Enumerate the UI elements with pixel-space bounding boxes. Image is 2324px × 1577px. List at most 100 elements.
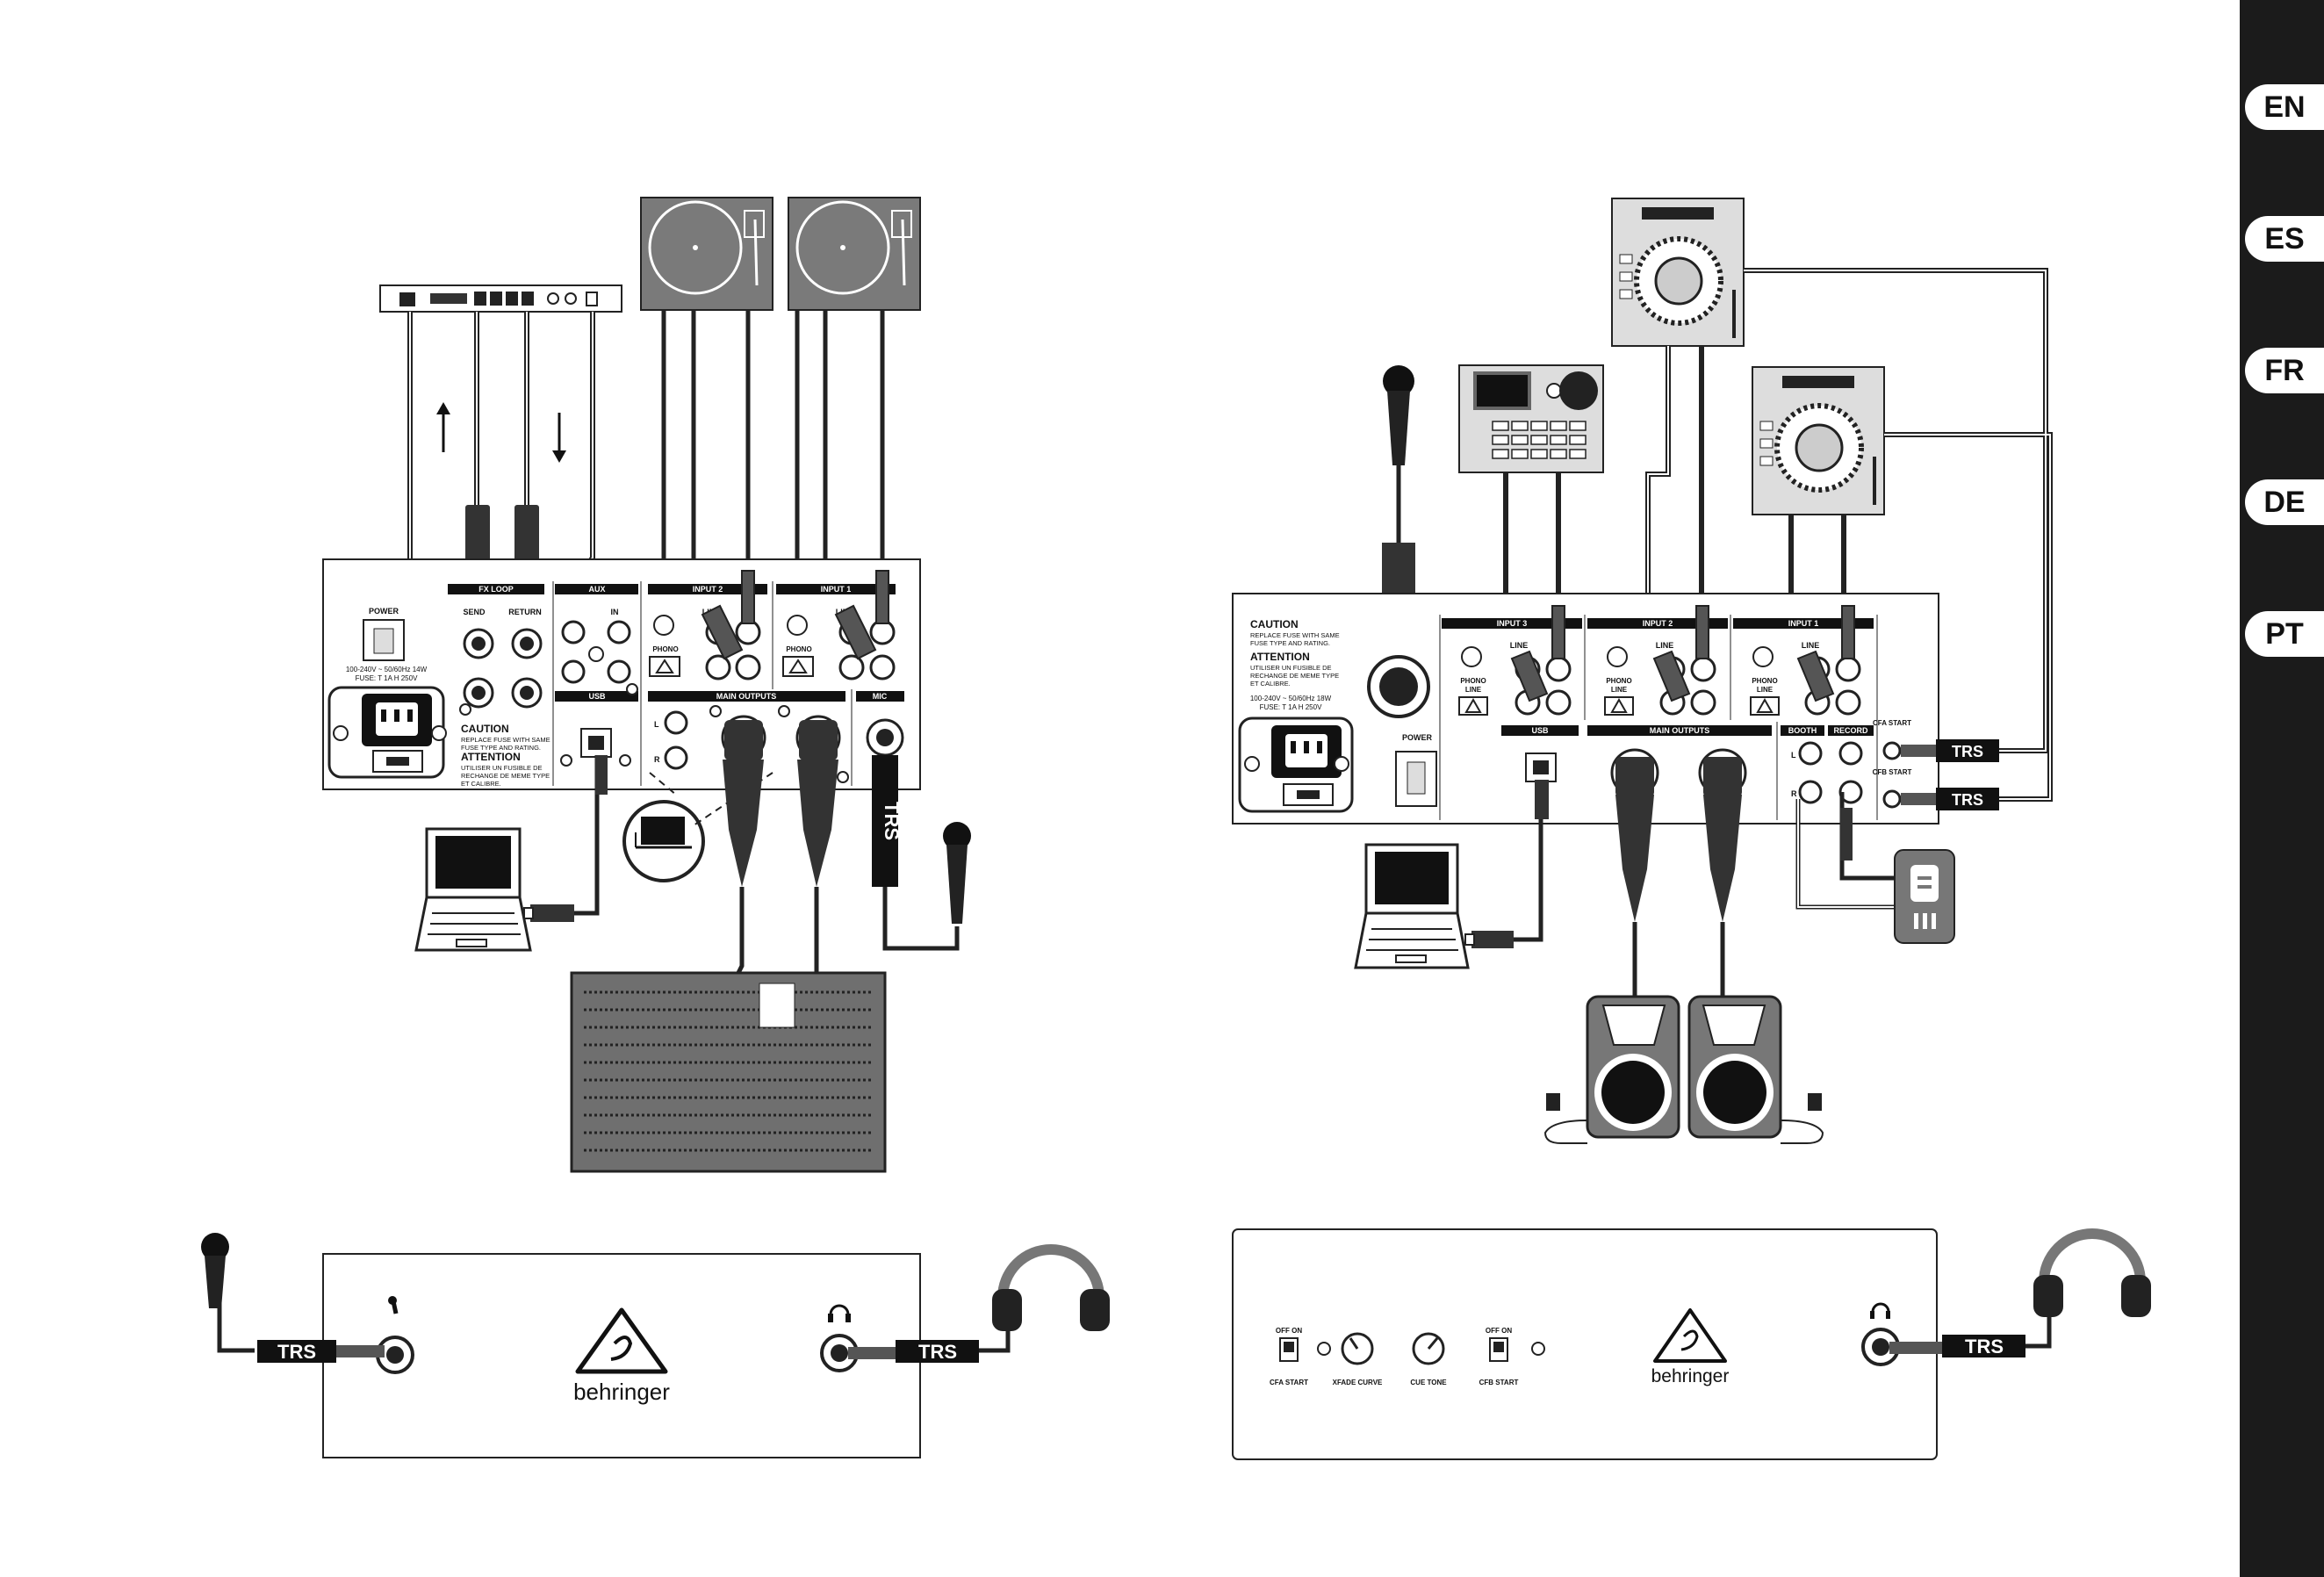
lang-tab-en[interactable]: EN (2245, 84, 2324, 130)
r-label: R (654, 755, 660, 764)
lang-tab-es[interactable]: ES (2245, 216, 2324, 262)
phono-label-1: PHONO (786, 645, 811, 653)
usb-cable-left (569, 755, 600, 916)
lang-tab-fr[interactable]: FR (2245, 348, 2324, 393)
caution-text-1: REPLACE FUSE WITH SAME (461, 736, 550, 744)
trs-label-front-mic: TRS (277, 1341, 316, 1363)
aux-label: AUX (588, 585, 605, 594)
speaker-power-cables (1543, 1093, 1824, 1144)
attention-text-right-3: ET CALIBRE. (1250, 680, 1291, 688)
headphone-trs-cable-right: TRS (1889, 1317, 2052, 1357)
large-mixing-console (570, 971, 887, 1173)
power-label-right: POWER (1402, 733, 1433, 742)
phono-label-2: PHONO (652, 645, 678, 653)
headphones-icon (829, 1304, 850, 1315)
front-panel-right: OFF ON CFA START XFADE CURVE CUE TONE OF… (1232, 1228, 1938, 1460)
right-rca-plugs (1510, 605, 1855, 702)
attention-title: ATTENTION (461, 751, 521, 763)
xfade-curve-label: XFADE CURVE (1333, 1379, 1383, 1386)
fx-processor-unit (379, 284, 622, 313)
mic-trs-cable-front: TRS (217, 1300, 385, 1363)
mains-spec: 100-240V ~ 50/60Hz 14W (346, 666, 428, 673)
cfa-start-front-label: CFA START (1270, 1379, 1308, 1386)
input1-label-right: INPUT 1 (1788, 619, 1819, 628)
recorder-device (1894, 849, 1955, 944)
cue-tone-label: CUE TONE (1410, 1379, 1447, 1386)
line-label-r2: LINE (1656, 641, 1674, 650)
front-panel-left: behringer (322, 1253, 921, 1458)
fx-loop-cables (407, 312, 595, 586)
input1-label: INPUT 1 (821, 585, 852, 594)
send-label: SEND (463, 608, 486, 616)
caution-text-2: FUSE TYPE AND RATING. (461, 744, 541, 752)
fuse-spec: FUSE: T 1A H 250V (356, 674, 419, 682)
turntable-rca-plugs (701, 570, 889, 660)
brand-name-left: behringer (573, 1379, 670, 1405)
main-output-cables-right (1615, 757, 1742, 997)
rear-panel-left: POWER 100-240V ~ 50/60Hz 14W FUSE: T 1A … (322, 558, 921, 790)
caution-title-right: CAUTION (1250, 618, 1299, 630)
l-label-right: L (1791, 751, 1796, 760)
speaker-right (1687, 995, 1782, 1139)
attention-text-2: RECHANGE DE MEME TYPE (461, 772, 550, 780)
cfa-trs-cable: TRS (1901, 739, 1999, 762)
l-label: L (654, 720, 659, 729)
ground-switch-callout (622, 772, 773, 882)
headphones-icon-right (1871, 1302, 1890, 1313)
brand-name-right: behringer (1651, 1366, 1730, 1386)
phono-label-r1: PHONO (1752, 677, 1777, 685)
cfa-start-label: CFA START (1873, 719, 1911, 727)
behringer-logo-right: behringer (1651, 1308, 1730, 1386)
booth-label: BOOTH (1788, 726, 1817, 735)
off-on-label-a: OFF ON (1276, 1327, 1302, 1335)
attention-title-right: ATTENTION (1250, 651, 1310, 663)
off-on-label-b: OFF ON (1486, 1327, 1512, 1335)
lang-tab-pt[interactable]: PT (2245, 611, 2324, 657)
speaker-left (1586, 995, 1680, 1139)
input2-label: INPUT 2 (693, 585, 723, 594)
cd-player-bottom (1752, 366, 1885, 515)
line-sw-label-r2: LINE (1611, 686, 1628, 694)
cd-player-top (1611, 198, 1745, 347)
headphones-left (992, 1244, 1110, 1331)
lang-tab-de[interactable]: DE (2245, 479, 2324, 525)
usb-label: USB (588, 692, 606, 701)
attention-text-3: ET CALIBRE. (461, 780, 501, 788)
phono-label-r3: PHONO (1460, 677, 1486, 685)
headphones-right (2033, 1228, 2151, 1317)
turntable-2 (640, 197, 773, 311)
mic-label: MIC (873, 692, 888, 701)
mic-cable-left: TRS (872, 755, 960, 951)
attention-text-right-2: RECHANGE DE MEME TYPE (1250, 672, 1339, 680)
cfb-start-front-label: CFB START (1479, 1379, 1519, 1386)
laptop-left (414, 827, 532, 952)
caution-title: CAUTION (461, 723, 509, 735)
behringer-logo: behringer (573, 1307, 670, 1405)
input3-label: INPUT 3 (1497, 619, 1528, 628)
microphone-front-left (201, 1233, 229, 1308)
laptop-right (1354, 843, 1470, 969)
trs-label-mic: TRS (881, 802, 903, 840)
return-label: RETURN (508, 608, 542, 616)
rear-panel-right: CAUTION REPLACE FUSE WITH SAME FUSE TYPE… (1232, 593, 1939, 825)
attention-text-1: UTILISER UN FUSIBLE DE (461, 764, 543, 772)
usb-label-right: USB (1531, 726, 1549, 735)
main-output-cables (723, 720, 838, 976)
trs-label-front-right: TRS (1965, 1336, 2004, 1357)
record-label: RECORD (1833, 726, 1868, 735)
trs-label-cfa: TRS (1952, 743, 1983, 760)
microphone-stand-left (943, 822, 971, 924)
trs-label-front-headphones: TRS (918, 1341, 957, 1363)
line-label-r1: LINE (1802, 641, 1820, 650)
language-sidebar: EN ES FR DE PT (2240, 0, 2324, 1577)
attention-text-right-1: UTILISER UN FUSIBLE DE (1250, 664, 1332, 672)
main-outputs-label-right: MAIN OUTPUTS (1650, 726, 1710, 735)
input2-label-right: INPUT 2 (1643, 619, 1673, 628)
power-label: POWER (369, 607, 399, 616)
fuse-spec-right: FUSE: T 1A H 250V (1260, 703, 1323, 711)
r-label-right: R (1791, 789, 1797, 798)
main-outputs-label: MAIN OUTPUTS (716, 692, 777, 701)
turntable-1 (788, 197, 921, 311)
line-sw-label-r3: LINE (1465, 686, 1482, 694)
